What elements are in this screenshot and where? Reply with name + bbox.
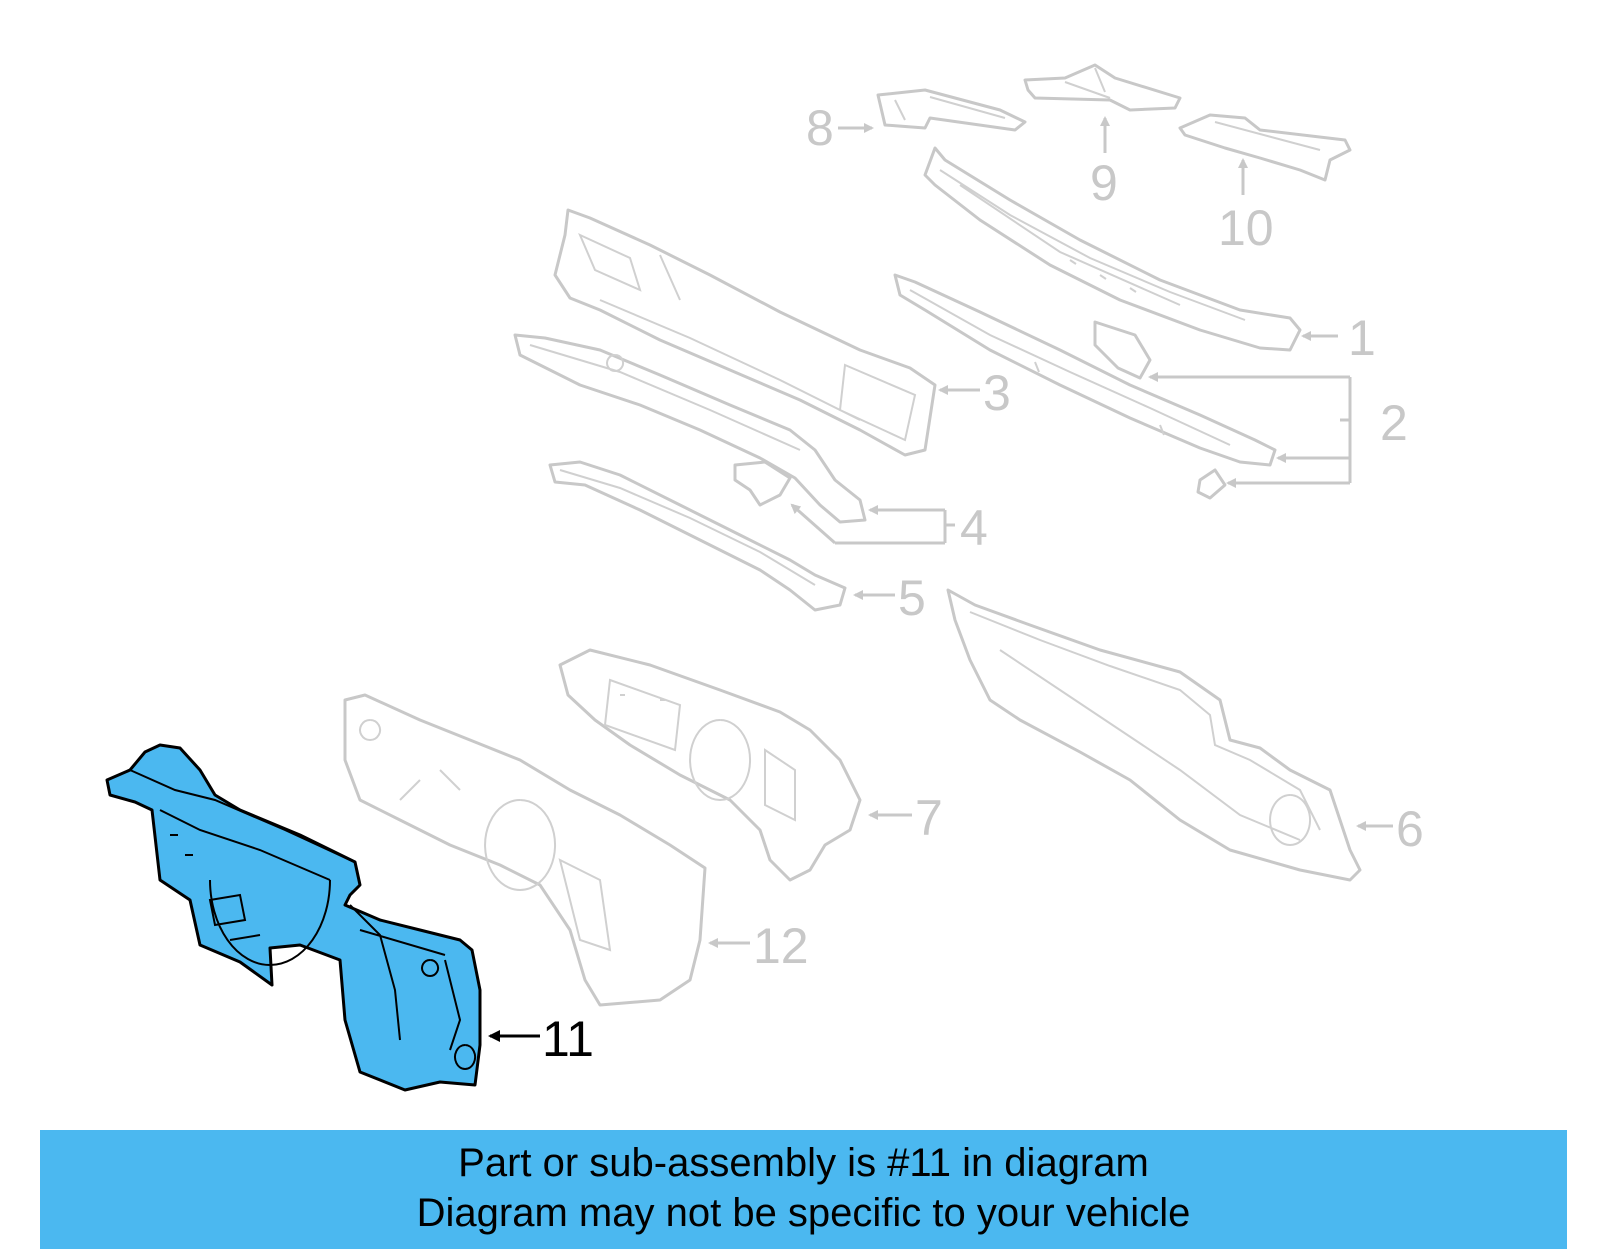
leader-lines: [488, 116, 1393, 1042]
part-3[interactable]: [553, 208, 937, 457]
part-11[interactable]: [105, 743, 482, 1092]
parts-diagram: 8 9 10 1 2 3 4 5 6 7 12 11: [105, 63, 1424, 1092]
part-9[interactable]: [1023, 63, 1182, 112]
banner-line-1: Part or sub-assembly is #11 in diagram: [458, 1141, 1149, 1185]
callout-1[interactable]: 1: [1348, 310, 1376, 366]
part-2[interactable]: [893, 273, 1277, 500]
part-4[interactable]: [513, 333, 867, 524]
info-banner: Part or sub-assembly is #11 in diagram D…: [40, 1130, 1567, 1249]
callout-3[interactable]: 3: [983, 365, 1011, 421]
callout-9[interactable]: 9: [1090, 155, 1118, 211]
banner-line-2: Diagram may not be specific to your vehi…: [416, 1191, 1191, 1235]
part-12[interactable]: [343, 693, 707, 1007]
part-1[interactable]: [923, 146, 1302, 352]
callout-7[interactable]: 7: [915, 790, 943, 846]
part-8[interactable]: [876, 88, 1027, 132]
callout-8[interactable]: 8: [806, 100, 834, 156]
callout-4[interactable]: 4: [960, 500, 988, 556]
callout-10[interactable]: 10: [1218, 200, 1274, 256]
callout-2[interactable]: 2: [1380, 395, 1408, 451]
part-7[interactable]: [558, 648, 862, 882]
part-5[interactable]: [548, 460, 847, 612]
part-10[interactable]: [1178, 113, 1352, 182]
callout-11[interactable]: 11: [542, 1011, 594, 1067]
callout-5[interactable]: 5: [898, 570, 926, 626]
callout-12[interactable]: 12: [753, 918, 809, 974]
callout-6[interactable]: 6: [1396, 801, 1424, 857]
part-6[interactable]: [946, 588, 1362, 882]
